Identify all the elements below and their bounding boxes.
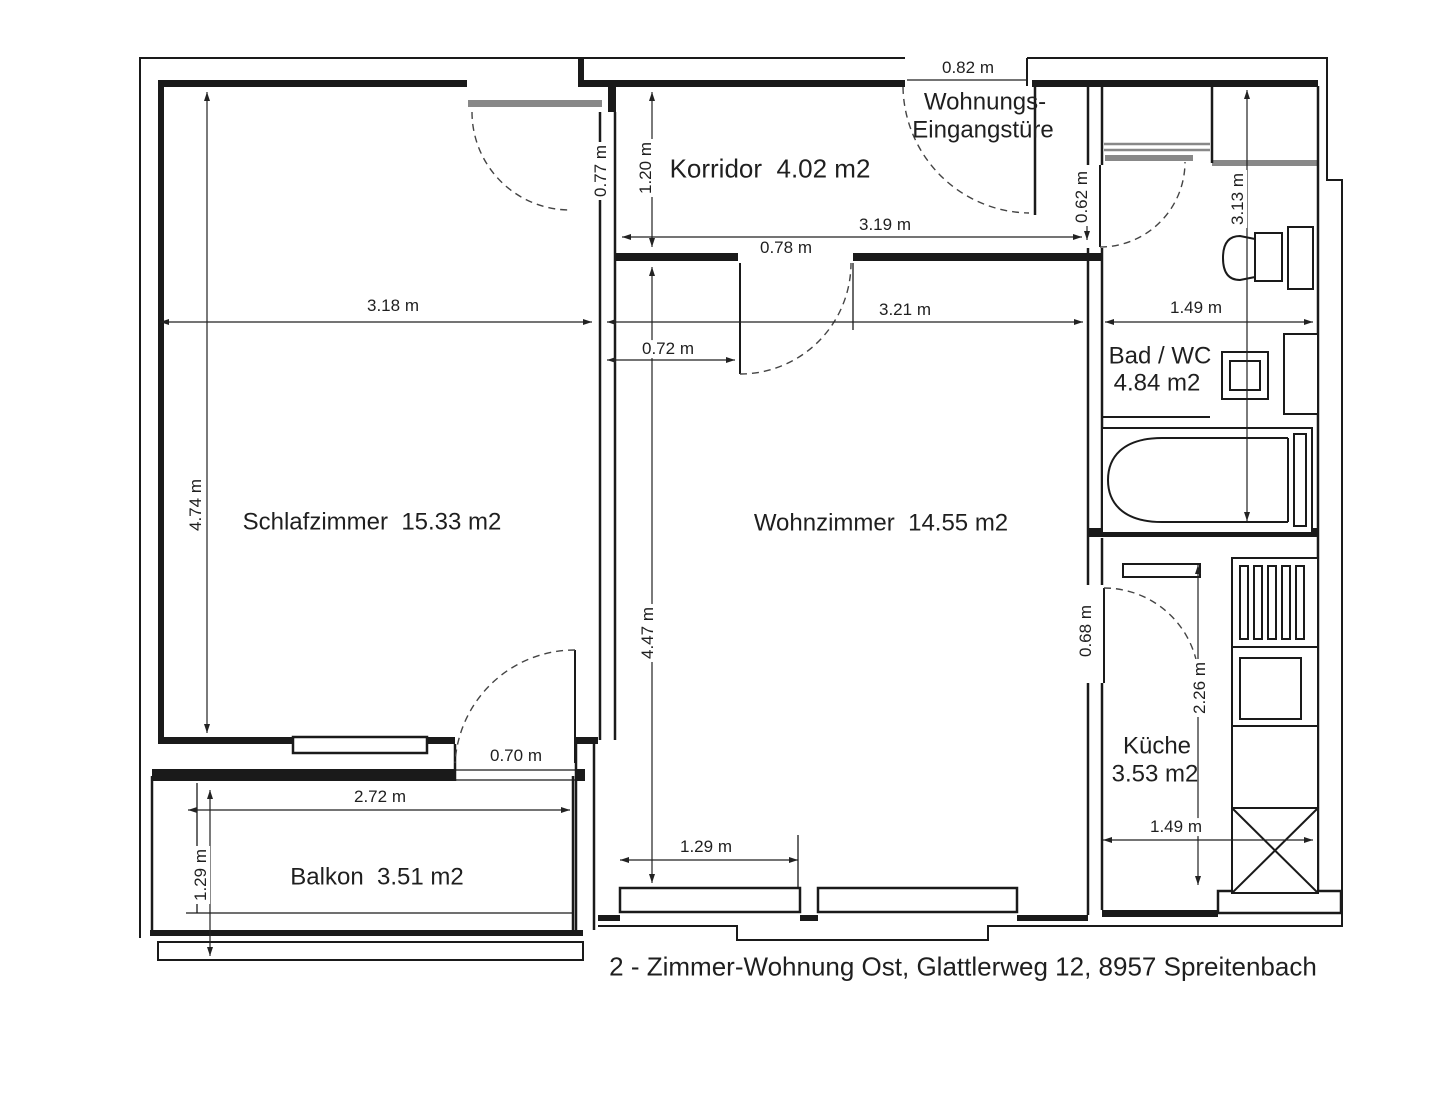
door-kueche (1103, 587, 1200, 684)
bathroom-shelf (1287, 226, 1314, 290)
dim-balkon-width: 2.72 m (351, 788, 409, 806)
dim-korridor-width: 3.19 m (856, 216, 914, 234)
dim-bad-width: 1.49 m (1167, 299, 1225, 317)
dim-bad-door: 0.62 m (1072, 168, 1091, 226)
room-label-balkon: Balkon 3.51 m2 (290, 863, 464, 891)
kitchen-counter (1231, 725, 1319, 809)
door-wohnzimmer (739, 262, 854, 375)
dish-drainer (1231, 557, 1319, 648)
room-label-bad-line2: 4.84 m2 (1113, 369, 1201, 397)
room-label-wohnzimmer: Wohnzimmer 14.55 m2 (753, 509, 1009, 537)
dim-korridor-depth: 1.20 m (636, 139, 655, 197)
entrance-label-line2: Eingangstüre (912, 116, 1054, 144)
room-label-schlafzimmer: Schlafzimmer 15.33 m2 (242, 508, 502, 536)
dim-kueche-depth: 2.26 m (1190, 659, 1209, 717)
dim-wohn-depth: 4.47 m (638, 604, 657, 662)
dim-schlaf-door: 0.77 m (591, 142, 610, 200)
washbasin (1221, 351, 1269, 400)
balcony-slab (157, 941, 584, 961)
window-schlafzimmer (291, 735, 429, 755)
door-schlafzimmer (468, 100, 602, 211)
dim-wohn-width: 3.21 m (876, 301, 934, 319)
kitchen-fixtures (1122, 557, 1319, 894)
window-kueche (1216, 889, 1343, 915)
dim-schlaf-depth: 4.74 m (186, 476, 205, 534)
room-label-kueche-line2: 3.53 m2 (1111, 760, 1199, 788)
dim-wohn-window-offset: 1.29 m (677, 838, 735, 856)
dim-wohn-door: 0.78 m (757, 239, 815, 257)
dim-entry-width: 0.82 m (939, 59, 997, 77)
door-entrance (902, 85, 1037, 215)
bathtub (1101, 427, 1313, 534)
door-bad (1099, 155, 1193, 248)
dim-balkon-depth: 1.29 m (191, 846, 210, 904)
room-label-kueche-line1: Küche (1122, 732, 1192, 760)
window-wohnzimmer-right (816, 886, 1019, 914)
dim-wohn-door-offset: 0.72 m (639, 340, 697, 358)
kitchen-sink (1231, 646, 1319, 727)
vanity-counter (1283, 333, 1319, 415)
dim-schlaf-width: 3.18 m (364, 297, 422, 315)
dim-kueche-width: 1.49 m (1147, 818, 1205, 836)
room-label-korridor: Korridor 4.02 m2 (669, 153, 871, 184)
room-label-bad-line1: Bad / WC (1108, 342, 1212, 370)
stove (1231, 807, 1319, 894)
plan-address: 2 - Zimmer-Wohnung Ost, Glattlerweg 12, … (609, 951, 1317, 982)
doors (454, 85, 1200, 764)
window-wohnzimmer-left (618, 886, 802, 914)
toilet (1221, 232, 1283, 282)
entrance-label-line1: Wohnungs- (923, 88, 1047, 116)
bathroom-fixtures (1101, 226, 1319, 534)
dim-balkon-door: 0.70 m (487, 747, 545, 765)
dim-kueche-door: 0.68 m (1076, 602, 1095, 660)
door-balkon (454, 649, 576, 764)
dim-bad-depth: 3.13 m (1228, 170, 1247, 228)
kitchen-shelf (1122, 563, 1201, 578)
exterior-outline (139, 57, 1343, 941)
